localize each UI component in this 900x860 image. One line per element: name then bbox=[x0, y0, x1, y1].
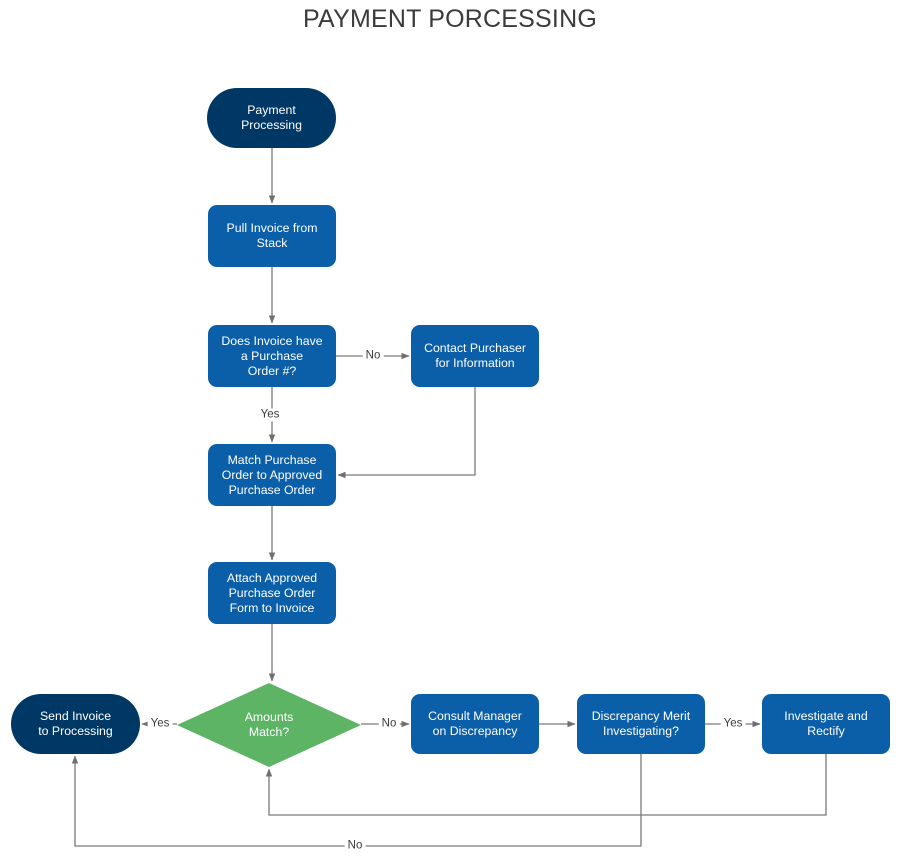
node-contact-purchaser-label: Contact Purchaser for Information bbox=[424, 341, 526, 370]
node-contact-purchaser[interactable]: Contact Purchaser for Information bbox=[411, 325, 539, 387]
edge-label-yes-merit: Yes bbox=[720, 717, 746, 731]
node-consult-manager[interactable]: Consult Manager on Discrepancy bbox=[411, 694, 539, 754]
node-pull-invoice-label: Pull Invoice from Stack bbox=[226, 221, 318, 250]
node-amounts-match[interactable]: Amounts Match? bbox=[177, 683, 361, 767]
edge-label-no-amounts-match: No bbox=[378, 717, 400, 731]
node-investigate-rectify-label: Investigate and Rectify bbox=[784, 709, 868, 738]
edge-label-no-has-po: No bbox=[362, 349, 384, 363]
node-send-invoice-label: Send Invoice to Processing bbox=[38, 709, 113, 738]
page-title: PAYMENT PORCESSING bbox=[303, 5, 597, 33]
edge-merit-to-send bbox=[71, 754, 642, 847]
node-investigate-rectify[interactable]: Investigate and Rectify bbox=[762, 694, 890, 754]
node-pull-invoice[interactable]: Pull Invoice from Stack bbox=[208, 205, 336, 267]
node-attach-approved-form[interactable]: Attach Approved Purchase Order Form to I… bbox=[208, 562, 336, 624]
node-attach-approved-form-label: Attach Approved Purchase Order Form to I… bbox=[226, 570, 318, 615]
node-start-label: Payment Processing bbox=[241, 103, 302, 132]
node-match-purchase-order-label: Match Purchase Order to Approved Purchas… bbox=[221, 452, 323, 497]
node-has-purchase-order-label: Does Invoice have a Purchase Order #? bbox=[221, 333, 323, 378]
node-discrepancy-merit-label: Discrepancy Merit Investigating? bbox=[591, 709, 691, 738]
node-discrepancy-merit[interactable]: Discrepancy Merit Investigating? bbox=[577, 694, 705, 754]
node-send-invoice[interactable]: Send Invoice to Processing bbox=[11, 694, 140, 754]
edge-contact-to-match bbox=[337, 387, 476, 479]
node-has-purchase-order[interactable]: Does Invoice have a Purchase Order #? bbox=[208, 325, 336, 387]
node-amounts-match-label: Amounts Match? bbox=[244, 710, 294, 739]
node-match-purchase-order[interactable]: Match Purchase Order to Approved Purchas… bbox=[208, 444, 336, 506]
edge-label-no-merit: No bbox=[344, 839, 366, 853]
node-consult-manager-label: Consult Manager on Discrepancy bbox=[428, 709, 522, 738]
edge-label-yes-has-po: Yes bbox=[257, 408, 283, 422]
node-start[interactable]: Payment Processing bbox=[207, 88, 336, 148]
edge-label-yes-amounts-match: Yes bbox=[147, 717, 173, 731]
